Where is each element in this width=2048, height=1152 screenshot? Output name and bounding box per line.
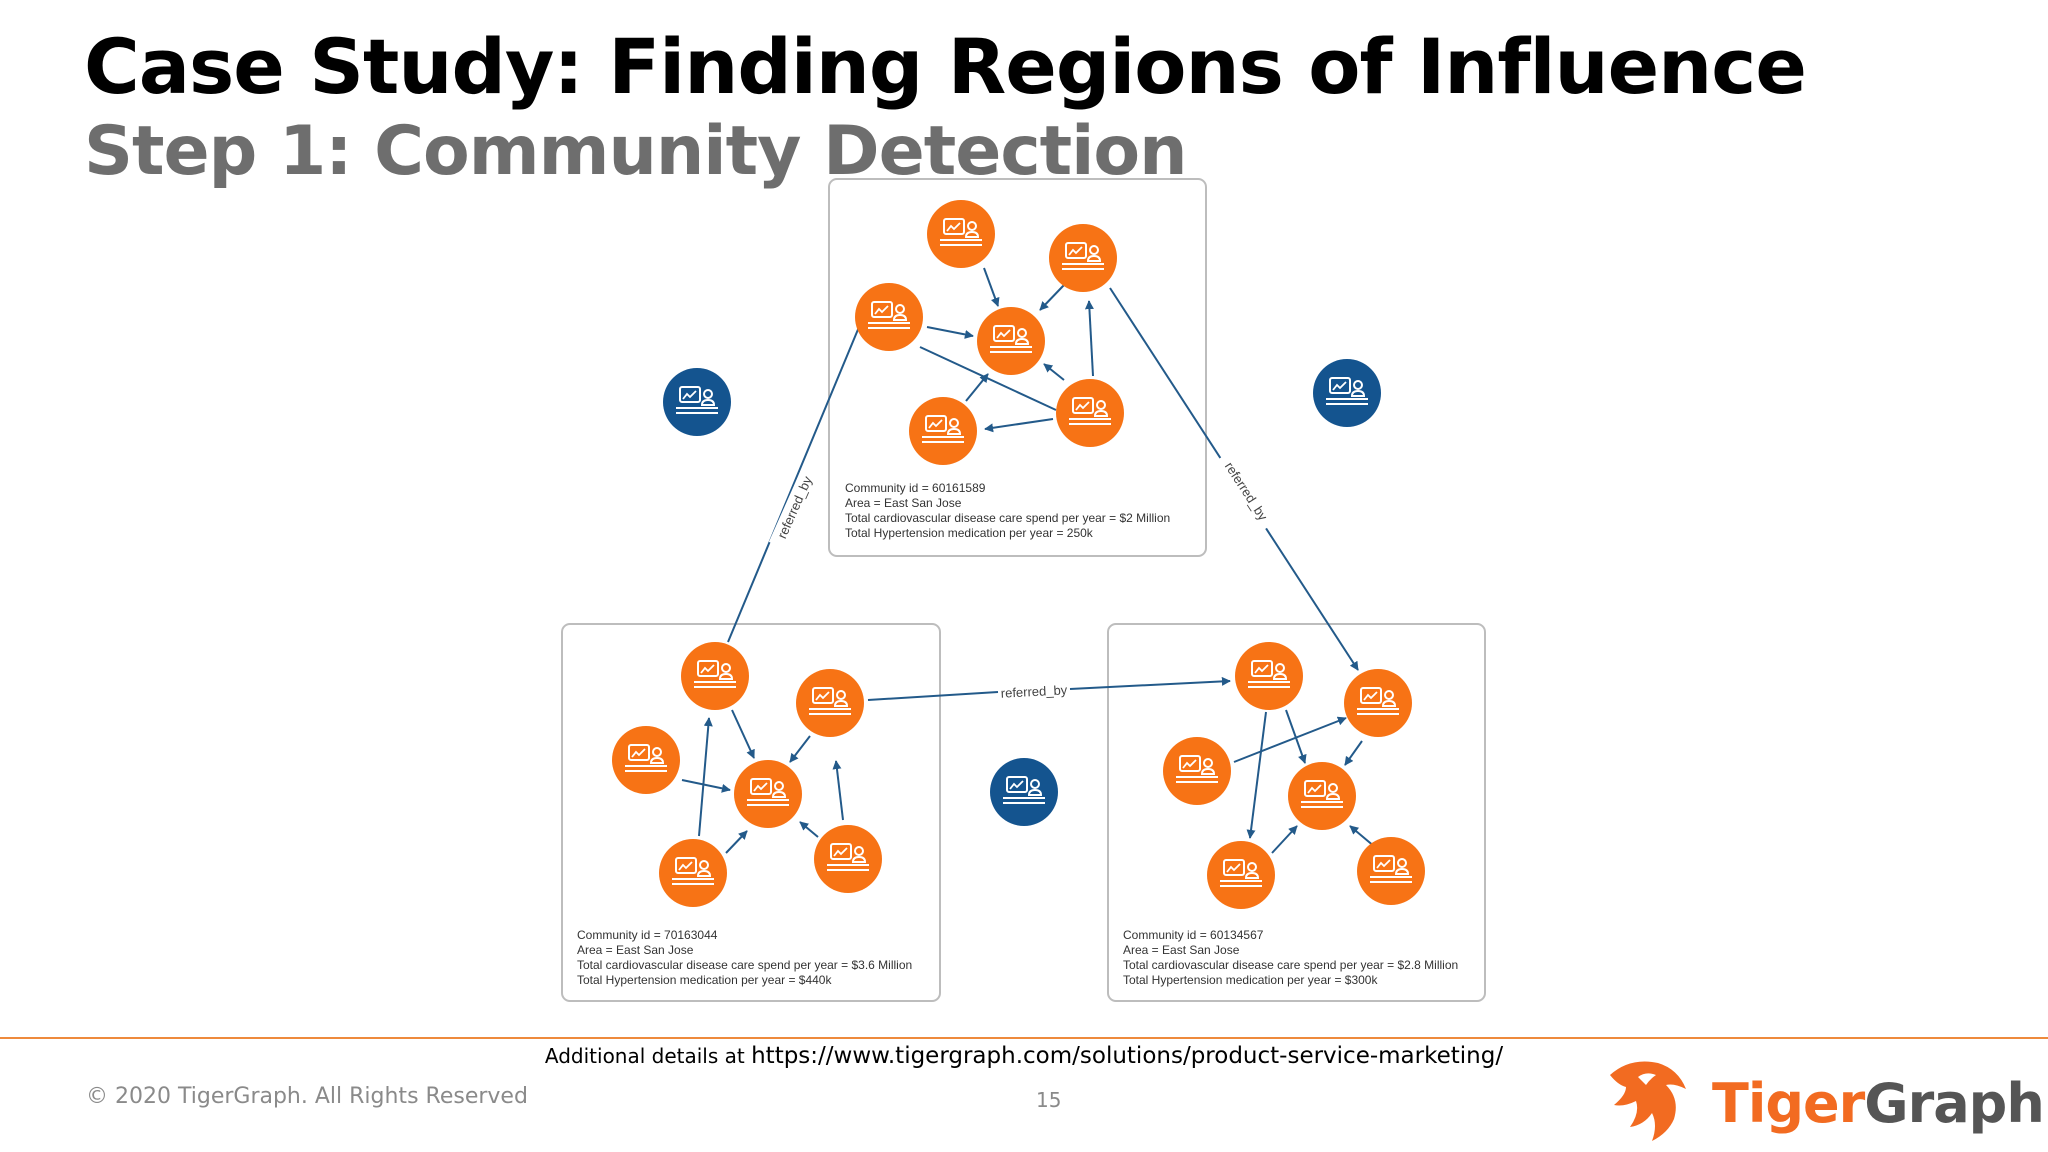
referred-by-label-middle: referred_by	[1000, 682, 1068, 700]
svg-text:Total cardiovascular disease c: Total cardiovascular disease care spend …	[577, 958, 912, 972]
node-bl-4[interactable]	[734, 760, 802, 828]
tigergraph-logo-icon	[1610, 1061, 1686, 1141]
footer-rule	[0, 1037, 2048, 1039]
svg-text:Area = East San Jose: Area = East San Jose	[577, 943, 694, 957]
svg-text:Total cardiovascular disease c: Total cardiovascular disease care spend …	[845, 511, 1170, 525]
node-br-2[interactable]	[1344, 669, 1412, 737]
node-top-5[interactable]	[1056, 379, 1124, 447]
node-top-6[interactable]	[909, 397, 977, 465]
referred-by-label-left: referred_by	[768, 465, 820, 550]
node-br-4[interactable]	[1288, 762, 1356, 830]
node-isolated-middle[interactable]	[990, 758, 1058, 826]
top-community-edges	[919, 267, 1094, 433]
svg-text:Total Hypertension medication: Total Hypertension medication per year =…	[577, 973, 832, 987]
node-isolated-right[interactable]	[1313, 359, 1381, 427]
referred-by-label-right: referred_by	[1216, 450, 1278, 532]
svg-text:Area = East San Jose: Area = East San Jose	[845, 496, 962, 510]
community-info-bottom-right: Community id = 60134567 Area = East San …	[1123, 928, 1458, 987]
slide-title: Case Study: Finding Regions of Influence	[84, 22, 1807, 111]
svg-text:Community id = 60161589: Community id = 60161589	[845, 481, 986, 495]
nodes	[612, 200, 1425, 909]
node-top-2[interactable]	[1049, 224, 1117, 292]
subtitle-topic: Community Detection	[374, 112, 1187, 191]
node-top-4[interactable]	[977, 307, 1045, 375]
svg-text:referred_by: referred_by	[1000, 682, 1068, 700]
node-bl-5[interactable]	[814, 825, 882, 893]
bottom-left-community-edges	[681, 709, 844, 854]
slide-subtitle: Step 1: Community Detection	[84, 110, 1188, 194]
svg-text:Community id = 60134567: Community id = 60134567	[1123, 928, 1264, 942]
page-number: 15	[1036, 1088, 1062, 1112]
node-bl-1[interactable]	[681, 642, 749, 710]
node-top-3[interactable]	[855, 283, 923, 351]
subtitle-step: Step 1:	[84, 112, 352, 191]
svg-text:Total Hypertension medication: Total Hypertension medication per year =…	[845, 526, 1094, 540]
node-br-1[interactable]	[1235, 642, 1303, 710]
community-info-top: Community id = 60161589 Area = East San …	[845, 481, 1170, 540]
copyright-text: © 2020 TigerGraph. All Rights Reserved	[86, 1084, 528, 1109]
node-top-1[interactable]	[927, 200, 995, 268]
logo-part-tiger: Tiger	[1712, 1072, 1865, 1135]
svg-text:Total cardiovascular disease c: Total cardiovascular disease care spend …	[1123, 958, 1458, 972]
bottom-right-community-edges	[1233, 709, 1376, 854]
node-bl-3[interactable]	[612, 726, 680, 794]
tigergraph-logo-text: TigerGraph	[1712, 1072, 2045, 1135]
node-br-3[interactable]	[1163, 737, 1231, 805]
node-br-5[interactable]	[1207, 841, 1275, 909]
footer-note: Additional details at https://www.tigerg…	[0, 1043, 2048, 1069]
node-bl-6[interactable]	[659, 839, 727, 907]
node-bl-2[interactable]	[796, 669, 864, 737]
svg-text:Total Hypertension medication: Total Hypertension medication per year =…	[1123, 973, 1378, 987]
node-isolated-left[interactable]	[663, 368, 731, 436]
svg-text:Community id = 70163044: Community id = 70163044	[577, 928, 718, 942]
svg-text:referred_by: referred_by	[1222, 459, 1271, 523]
footer-note-prefix: Additional details at	[544, 1044, 745, 1068]
node-br-6[interactable]	[1357, 837, 1425, 905]
footer-note-link[interactable]: https://www.tigergraph.com/solutions/pro…	[751, 1043, 1504, 1069]
svg-text:Area = East San Jose: Area = East San Jose	[1123, 943, 1240, 957]
community-info-bottom-left: Community id = 70163044 Area = East San …	[577, 928, 912, 987]
logo-part-graph: Graph	[1864, 1072, 2044, 1135]
